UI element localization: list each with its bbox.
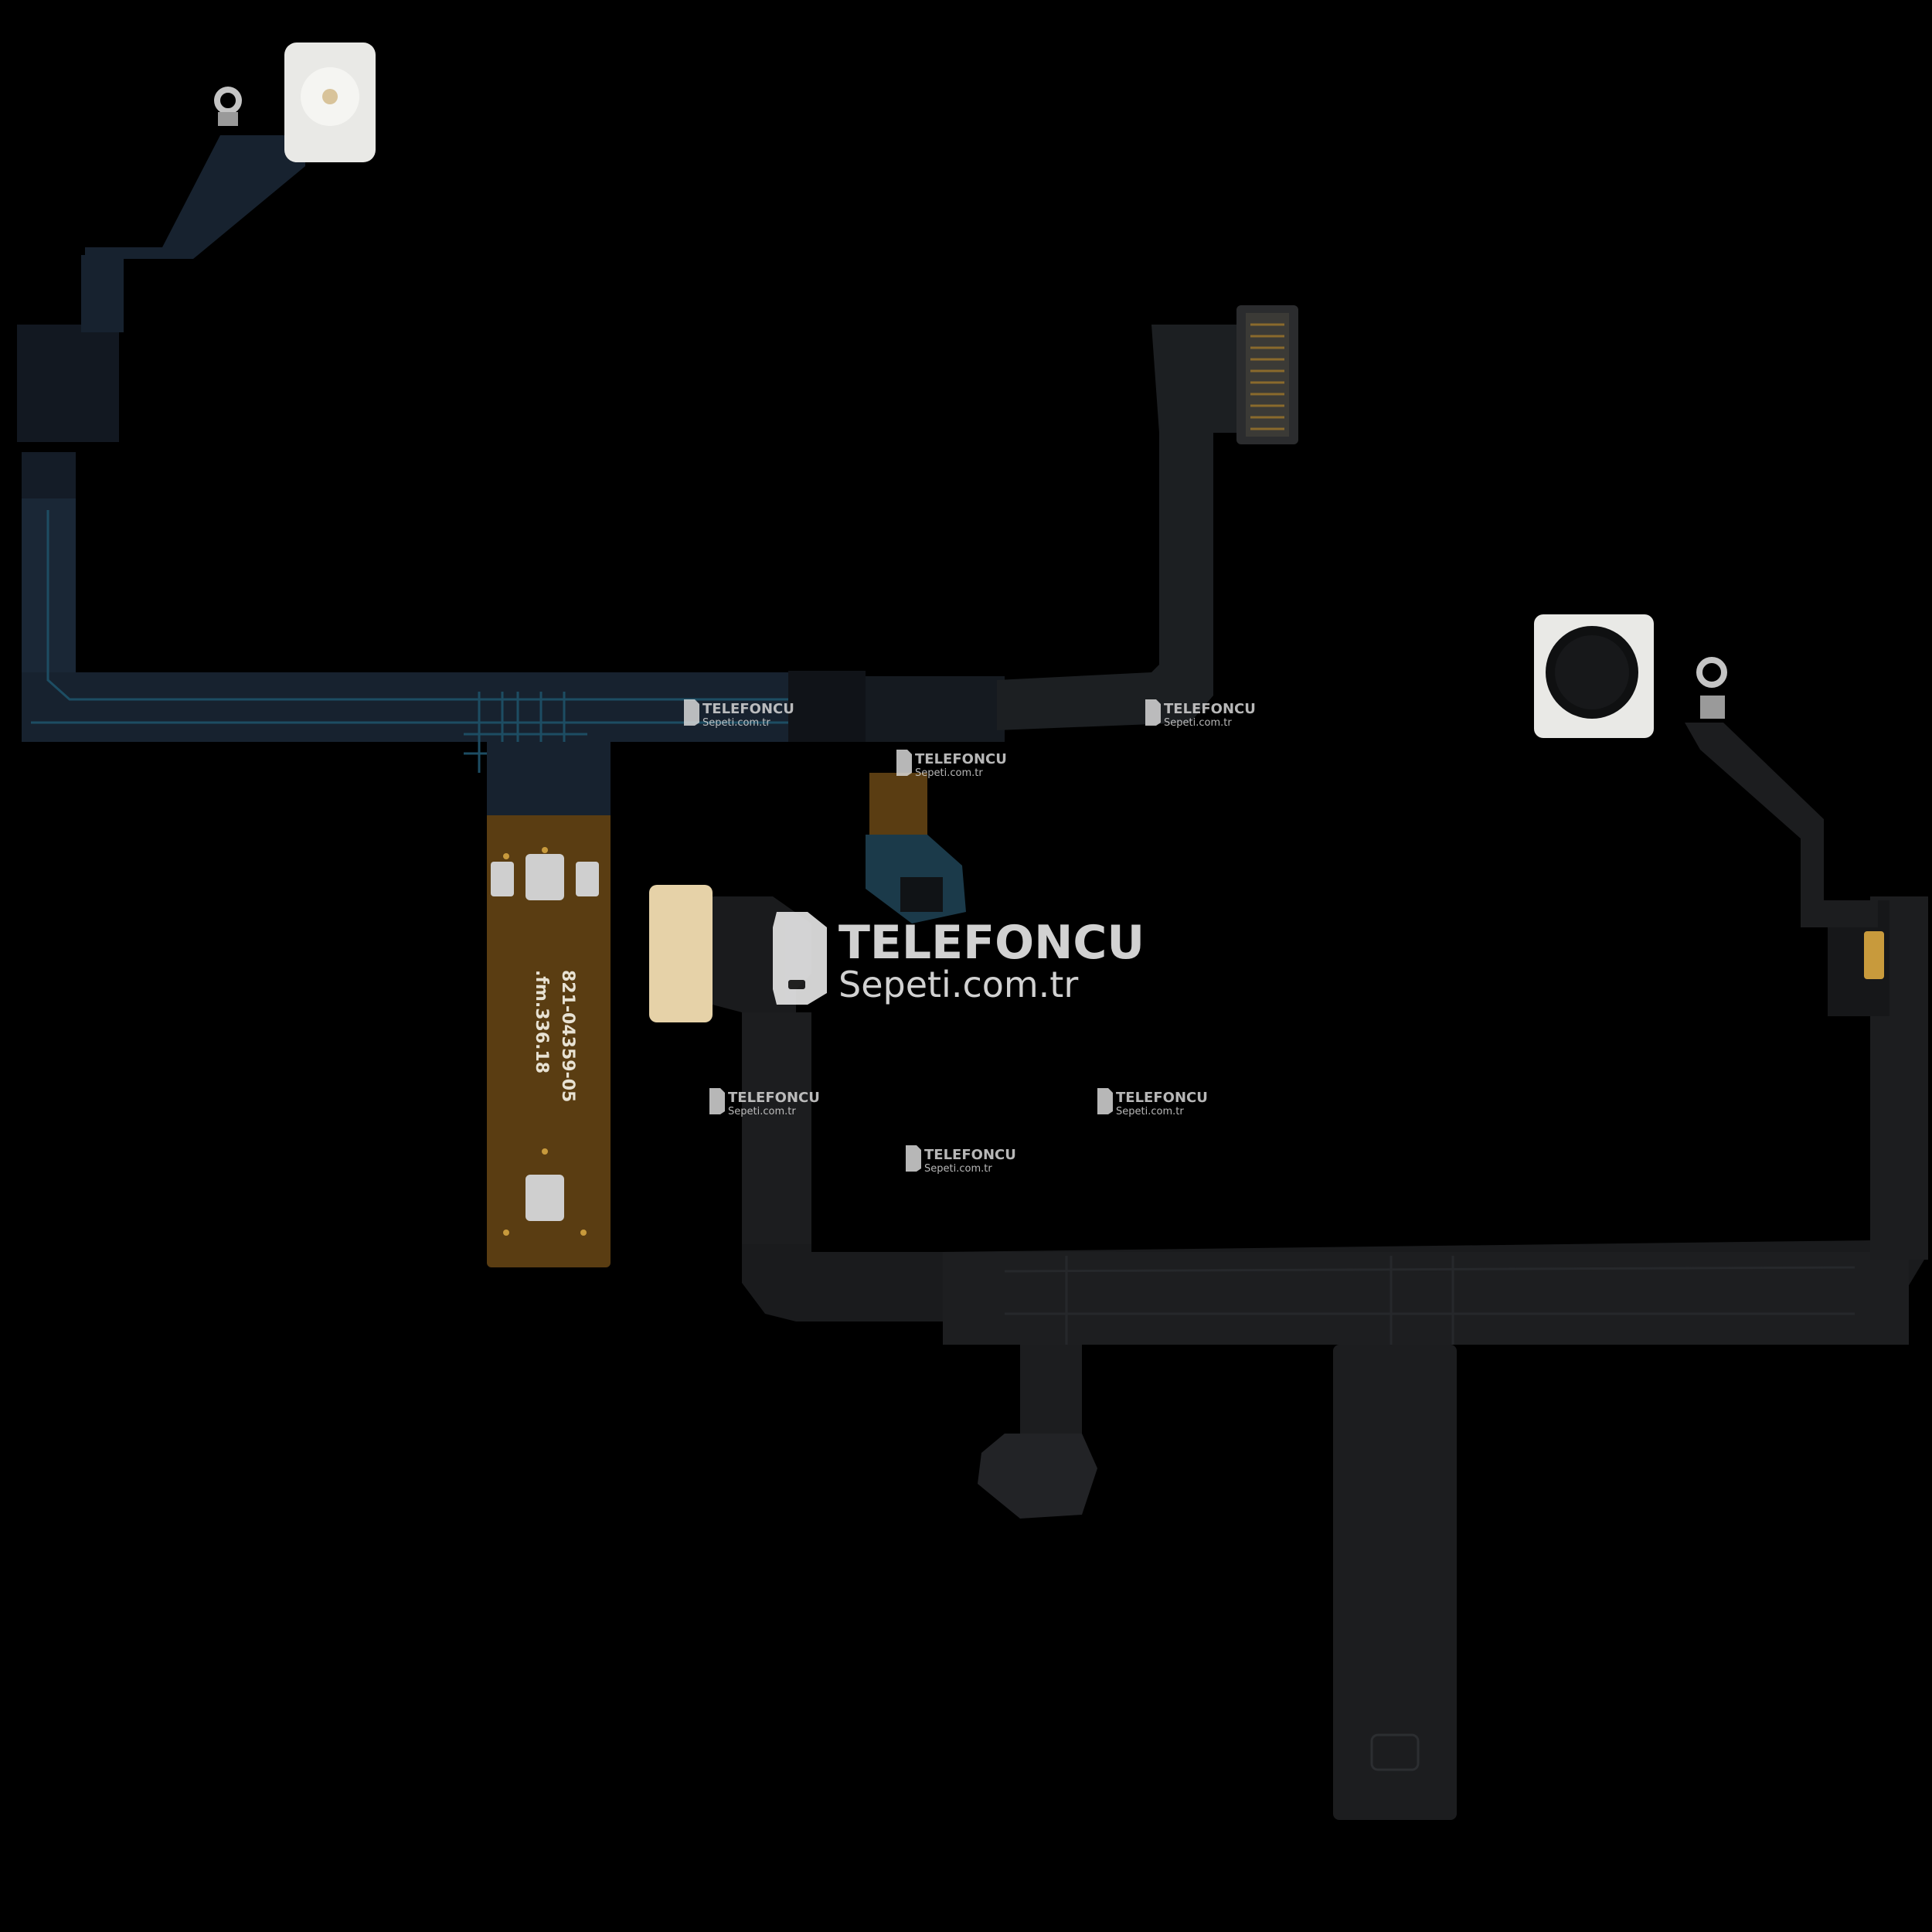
svg-text:821-04359-05: 821-04359-05 — [558, 970, 577, 1102]
mic-module — [1534, 614, 1654, 738]
svg-text:TELEFONCU: TELEFONCU — [1116, 1090, 1208, 1106]
mic-component — [1864, 931, 1884, 979]
svg-text:.fm.336.18: .fm.336.18 — [532, 970, 551, 1073]
flash-module — [284, 43, 376, 162]
black-flex-cable — [649, 614, 1928, 1820]
board-connector — [1236, 305, 1298, 444]
watermark-large: TELEFONCU Sepeti.com.tr — [773, 912, 1145, 1005]
mount-ring-right — [1696, 657, 1727, 719]
part-number-label: 821-04359-05 .fm.336.18 — [532, 970, 577, 1102]
flash-arm — [85, 135, 305, 282]
svg-text:TELEFONCU: TELEFONCU — [1164, 701, 1256, 717]
svg-text:Sepeti.com.tr: Sepeti.com.tr — [1164, 717, 1232, 729]
svg-text:Sepeti.com.tr: Sepeti.com.tr — [1116, 1106, 1184, 1117]
watermark-small: TELEFONCU Sepeti.com.tr TELEFONCU Sepeti… — [684, 699, 1256, 1175]
svg-text:TELEFONCU: TELEFONCU — [915, 751, 1007, 767]
svg-text:Sepeti.com.tr: Sepeti.com.tr — [838, 964, 1078, 1005]
gold-stiffener — [487, 811, 611, 1267]
svg-text:TELEFONCU: TELEFONCU — [924, 1147, 1016, 1163]
left-drop — [742, 1012, 811, 1260]
component-pads — [491, 854, 599, 1221]
horizontal-band — [22, 672, 850, 742]
side-bracket — [17, 325, 119, 442]
svg-text:TELEFONCU: TELEFONCU — [702, 701, 794, 717]
svg-text:TELEFONCU: TELEFONCU — [838, 916, 1145, 970]
svg-text:Sepeti.com.tr: Sepeti.com.tr — [728, 1106, 796, 1117]
blue-flex-cable — [17, 43, 1298, 1267]
svg-text:Sepeti.com.tr: Sepeti.com.tr — [924, 1163, 992, 1175]
svg-text:Sepeti.com.tr: Sepeti.com.tr — [702, 717, 770, 729]
lower-tail — [1333, 1345, 1457, 1820]
hex-tab — [978, 1434, 1097, 1519]
right-arm — [1685, 723, 1878, 927]
mic-pad — [649, 885, 713, 1022]
connector-riser — [997, 433, 1213, 730]
svg-text:Sepeti.com.tr: Sepeti.com.tr — [915, 767, 983, 779]
svg-text:TELEFONCU: TELEFONCU — [728, 1090, 820, 1106]
mount-ring-left — [214, 87, 242, 126]
